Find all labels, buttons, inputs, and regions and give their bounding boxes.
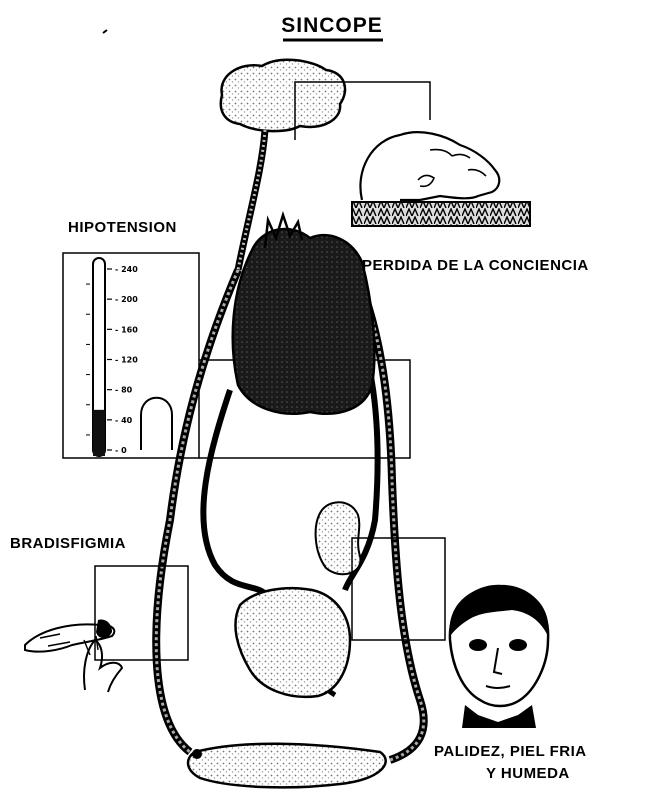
diagram-title: SINCOPE (281, 14, 383, 37)
pallor-label-line2: Y HUMEDA (486, 765, 570, 782)
fainted-person-icon (352, 132, 530, 226)
connector-pulse (95, 566, 188, 660)
consciousness-loss-label: PERDIDA DE LA CONCIENCIA (362, 257, 589, 274)
pulse-taking-hand-icon (25, 620, 122, 693)
lower-vessel-icon (188, 744, 386, 788)
gauge-tick-label: - 80 (115, 386, 133, 395)
gauge-tick-label: - 200 (115, 295, 138, 304)
gauge-mercury-level (93, 410, 105, 456)
liver-icon (235, 588, 350, 697)
lower-vessel-node (192, 749, 202, 759)
blood-pressure-gauge: - 240 - 200 - 160 - 120 - 80 - 40 - 0 (63, 253, 199, 458)
gauge-tick-label: - 40 (115, 416, 133, 425)
gauge-tick-label: - 120 (115, 356, 138, 365)
heart-lungs-icon (233, 229, 375, 414)
brain-icon (221, 60, 345, 131)
stray-mark (103, 30, 107, 33)
gauge-tick-label: - 0 (115, 446, 127, 455)
eye-left (469, 639, 487, 651)
eye-right (509, 639, 527, 651)
gauge-tick-label: - 240 (115, 265, 138, 274)
gauge-tick-label: - 160 (115, 325, 138, 334)
bradysphygmia-label: BRADISFIGMIA (10, 535, 126, 552)
stretcher-pad (352, 202, 530, 226)
pale-face-icon (450, 586, 549, 728)
pallor-label-line1: PALIDEZ, PIEL FRIA (434, 743, 587, 760)
hypotension-label: HIPOTENSION (68, 219, 177, 236)
